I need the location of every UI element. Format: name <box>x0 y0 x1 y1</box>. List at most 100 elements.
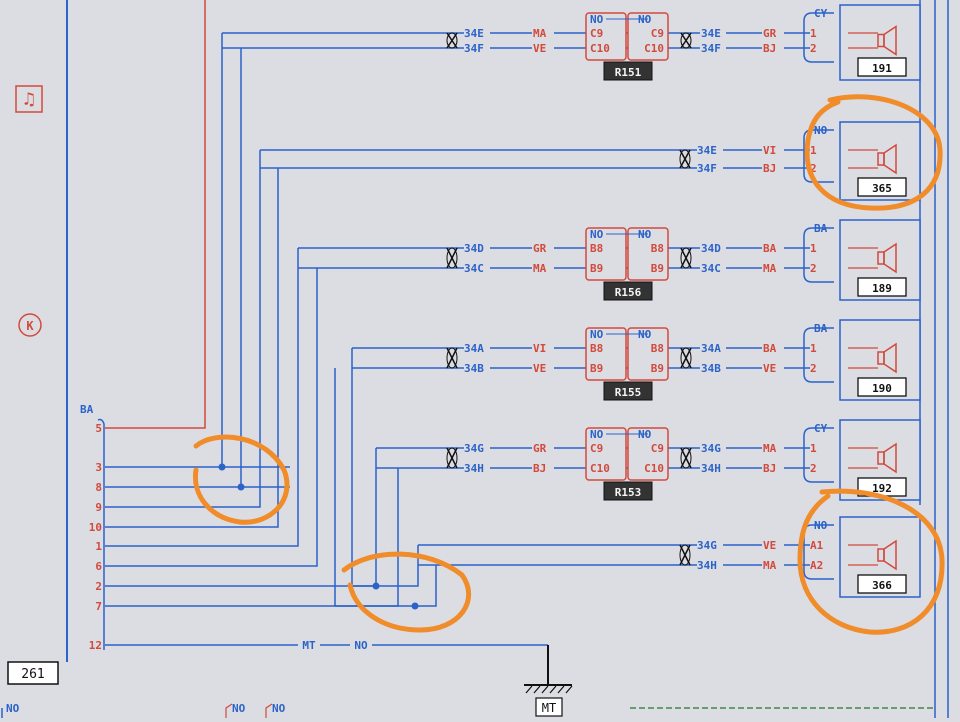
speaker-pin1: 1 <box>810 27 817 40</box>
harness-pin-9: 9 <box>95 501 102 514</box>
fragment-1: NO <box>6 702 20 715</box>
inline-right-pin1: C9 <box>651 442 664 455</box>
junction-dot-3 <box>372 582 380 590</box>
speaker-leads <box>848 149 878 169</box>
wire-code-out-34A: 34A <box>701 342 721 355</box>
speaker-connector-192 <box>803 427 834 483</box>
bundle-wire-5 <box>105 248 299 547</box>
inline-name-R153: R153 <box>615 486 642 499</box>
wire-code-out-34G: 34G <box>701 442 721 455</box>
bundle-wire-6 <box>105 268 318 567</box>
junction-dot-4 <box>411 602 419 610</box>
highlight-speaker-366 <box>797 488 945 635</box>
in-color-VI: VI <box>533 342 546 355</box>
speaker-box-365 <box>839 121 921 201</box>
twist-pair-out-2-loop <box>680 247 692 269</box>
inline-label-box <box>603 281 653 301</box>
speaker-number-box <box>857 574 907 594</box>
inline-left-R156 <box>585 227 627 281</box>
ground-label: MT <box>542 701 556 715</box>
inline-left-pin1: B8 <box>590 242 603 255</box>
highlight-speaker-365 <box>804 94 943 211</box>
speaker-connector-color: NO <box>814 519 828 532</box>
inline-left-pin1: C9 <box>590 27 603 40</box>
speaker-connector-color: BA <box>814 222 828 235</box>
inline-left-color: NO <box>590 13 604 26</box>
harness-pin-8: 8 <box>95 481 102 494</box>
inline-left-pin2: C10 <box>590 462 610 475</box>
ground-circuit: MT NO MT <box>105 637 573 717</box>
speaker-number-box <box>857 377 907 397</box>
highlight-junction-lower <box>341 551 472 633</box>
inline-left-R153 <box>585 427 627 481</box>
in-color-BJ: BJ <box>533 462 546 475</box>
inline-label-box <box>603 61 653 81</box>
twist-pair-2-loop <box>446 247 458 269</box>
speaker-connector-190 <box>803 327 834 383</box>
inline-left-color: NO <box>590 428 604 441</box>
wire-code-34G: 34G <box>464 442 484 455</box>
speaker-number-192: 192 <box>872 482 892 495</box>
out-color-GR: GR <box>763 27 777 40</box>
bottom-fragments: NO NO NO <box>6 702 286 718</box>
speaker-pin1: 1 <box>810 144 817 157</box>
out-color-BJ: BJ <box>763 162 776 175</box>
speaker-connector-color: CY <box>814 7 828 20</box>
speaker-box-366 <box>839 516 921 598</box>
speaker-connector-color: NO <box>814 124 828 137</box>
bundle-branch-4 <box>335 565 437 607</box>
inline-left-pin2: C10 <box>590 42 610 55</box>
in-color-MA: MA <box>533 262 547 275</box>
bundle-wire-3 <box>105 150 261 508</box>
inline-left-pin2: B9 <box>590 362 603 375</box>
left-symbols: ♫ K <box>15 85 43 337</box>
speaker-pin2: 2 <box>810 362 817 375</box>
speaker-number-365: 365 <box>872 182 892 195</box>
speaker-leads <box>848 544 878 566</box>
in-color-GR: GR <box>533 242 547 255</box>
junction-dot-2 <box>237 483 245 491</box>
wire-code-out-34C: 34C <box>701 262 721 275</box>
twist-pair-out-0-loop <box>680 32 692 49</box>
wire-code-34H: 34H <box>697 559 717 572</box>
wire-code-34G: 34G <box>697 539 717 552</box>
wire-code-34F: 34F <box>464 42 484 55</box>
inline-right-pin2: B9 <box>651 262 664 275</box>
out-color-MA: MA <box>763 262 777 275</box>
inline-left-pin1: C9 <box>590 442 603 455</box>
unit-number-261: 261 <box>21 667 44 682</box>
inline-left-color: NO <box>590 228 604 241</box>
speaker-pin2: 2 <box>810 262 817 275</box>
twist-pair-out-3-loop <box>680 347 692 369</box>
inline-right-pin2: C10 <box>644 462 664 475</box>
harness-pin-3: 3 <box>95 461 102 474</box>
twist-pair-5-loop <box>679 544 691 566</box>
key-circle-icon: K <box>26 319 34 333</box>
inline-label-box <box>603 481 653 501</box>
music-note-icon: ♫ <box>24 89 35 110</box>
speaker-icon-cone <box>883 25 897 56</box>
wire-code-34E: 34E <box>697 144 717 157</box>
inline-left-R155 <box>585 327 627 381</box>
speaker-number-box <box>857 277 907 297</box>
harness-pin-12: 12 <box>89 639 102 652</box>
speaker-pin1: 1 <box>810 342 817 355</box>
in-color-VE: VE <box>533 42 546 55</box>
speaker-number-366: 366 <box>872 579 892 592</box>
fragment-3: NO <box>272 702 286 715</box>
speaker-number-box <box>857 57 907 77</box>
inline-right-pin1: B8 <box>651 342 664 355</box>
twist-pair-1-loop <box>679 149 691 169</box>
speaker-pin1: 1 <box>810 442 817 455</box>
inline-left-pin2: B9 <box>590 262 603 275</box>
wire-code-34A: 34A <box>464 342 484 355</box>
speaker-connector-366 <box>803 524 834 580</box>
highlight-junction-upper <box>192 434 290 525</box>
